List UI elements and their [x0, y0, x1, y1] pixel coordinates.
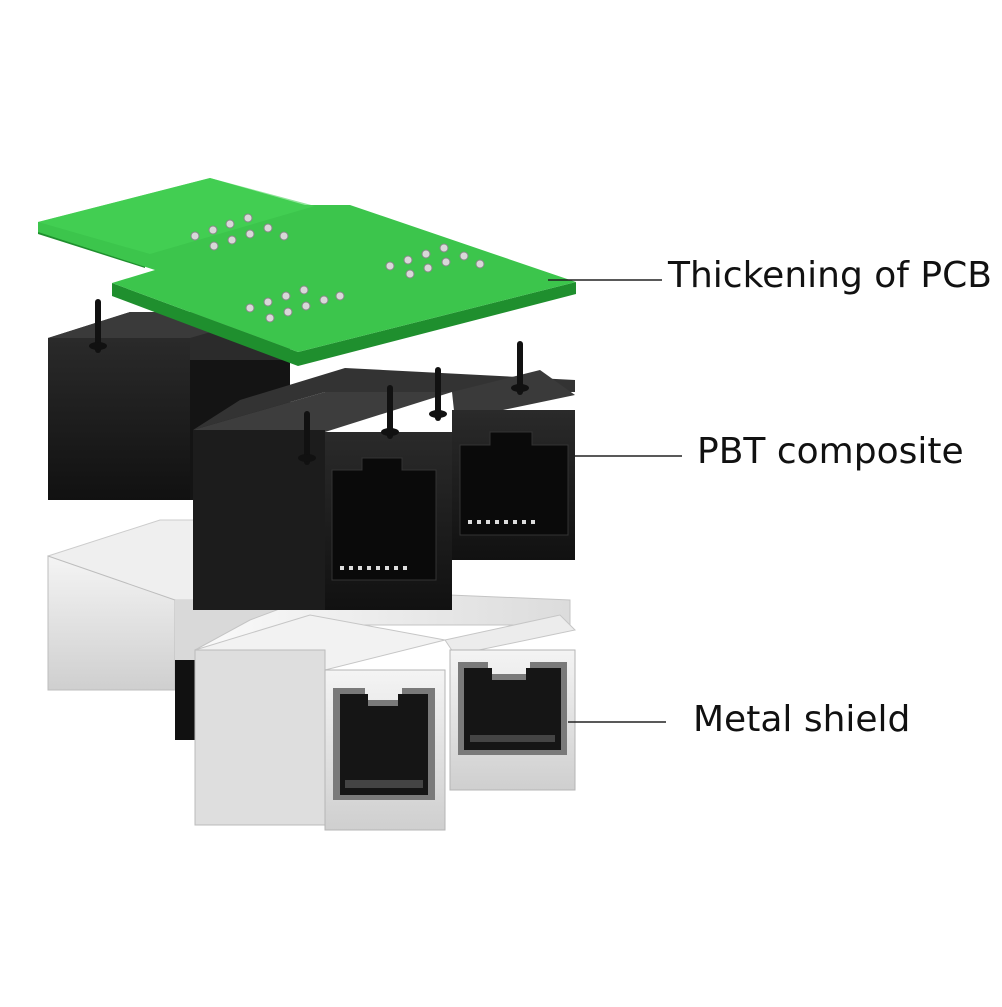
rj45-port-metal-left	[333, 688, 435, 800]
solder-points	[190, 213, 485, 323]
label-metal-shield: Metal shield	[693, 699, 911, 740]
rj45-port-pbt-right	[459, 431, 569, 536]
callout-lines	[548, 279, 682, 723]
pcb-layer	[38, 178, 576, 366]
pbt-composite-layer	[48, 299, 575, 610]
label-thickening-of-pcb: Thickening of PCB	[668, 255, 992, 296]
metal-shield-layer	[47, 519, 577, 831]
rj45-port-metal-right	[458, 662, 567, 755]
rj45-port-pbt-left	[331, 457, 437, 581]
label-pbt-composite: PBT composite	[697, 431, 964, 472]
